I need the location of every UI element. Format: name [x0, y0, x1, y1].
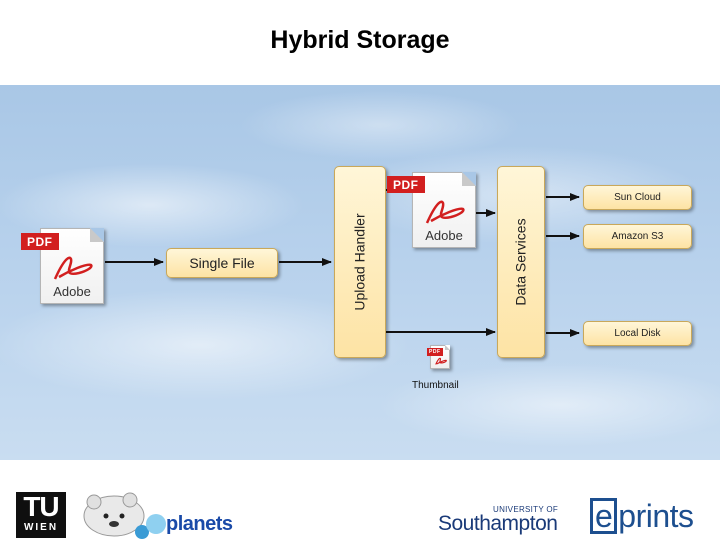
adobe-swirl-icon	[435, 357, 447, 365]
local-disk-label: Local Disk	[614, 328, 661, 339]
single-file-box: Single File	[166, 248, 278, 278]
adobe-swirl-icon	[53, 256, 93, 280]
eprints-logo-rest: prints	[618, 498, 694, 534]
stored-pdf-icon: PDF Adobe	[387, 172, 476, 248]
slide-title: Hybrid Storage	[270, 26, 450, 54]
pdf-tag: PDF	[387, 176, 425, 193]
pdf-tag: PDF	[21, 233, 59, 250]
data-services-box: Data Services	[497, 166, 545, 358]
pdf-brand: Adobe	[425, 228, 463, 243]
amazon-s3-label: Amazon S3	[611, 231, 664, 242]
upload-handler-box: Upload Handler	[334, 166, 386, 358]
data-services-label: Data Services	[513, 218, 529, 306]
pdf-brand: Adobe	[53, 284, 91, 299]
southampton-logo-small: UNIVERSITY OF	[493, 505, 559, 514]
upload-handler-label: Upload Handler	[352, 213, 369, 311]
tu-logo-top: TU	[23, 491, 59, 522]
amazon-s3-box: Amazon S3	[583, 224, 692, 249]
planets-logo: planets	[166, 513, 233, 535]
sun-cloud-label: Sun Cloud	[614, 192, 661, 203]
source-pdf-icon: PDF Adobe	[21, 228, 104, 304]
thumbnail-caption: Thumbnail	[412, 380, 459, 391]
local-disk-box: Local Disk	[583, 321, 692, 346]
sun-cloud-box: Sun Cloud	[583, 185, 692, 210]
thumbnail-pdf-icon: PDF	[427, 345, 450, 369]
single-file-label: Single File	[189, 255, 255, 271]
tu-logo-bottom: WIEN	[23, 522, 59, 533]
adobe-swirl-icon	[425, 200, 465, 224]
planets-bear-mascot-icon	[83, 492, 166, 539]
tu-wien-logo: TU WIEN	[16, 492, 66, 538]
pdf-tag: PDF	[427, 348, 443, 356]
southampton-logo: Southampton	[438, 512, 558, 535]
eprints-logo-e: e	[590, 498, 618, 534]
